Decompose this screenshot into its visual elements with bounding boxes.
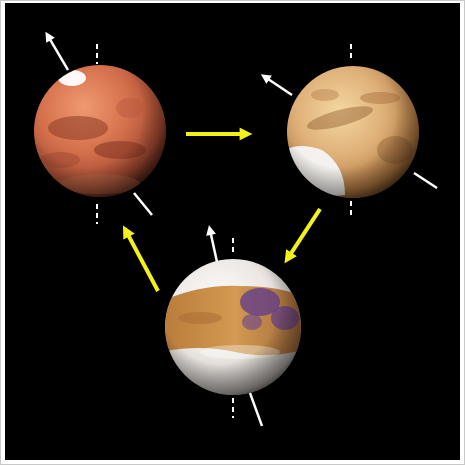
surface-features [34,65,166,197]
